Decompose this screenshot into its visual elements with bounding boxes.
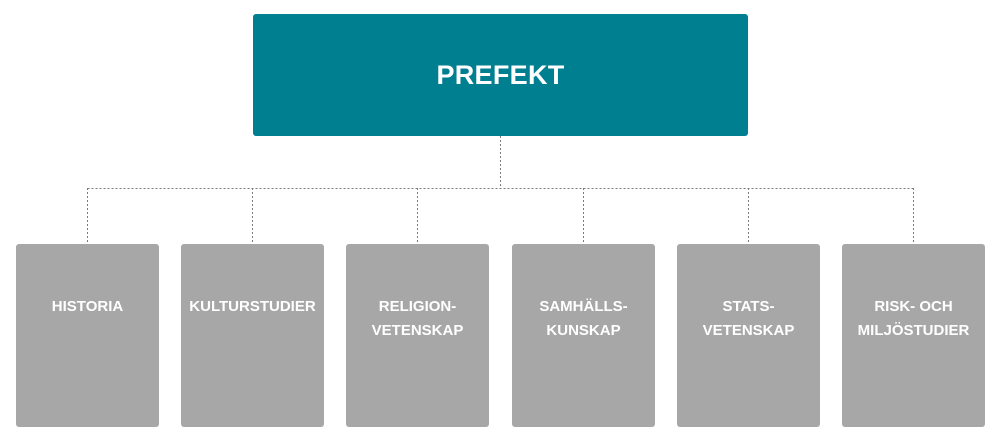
department-label-line-2: KUNSKAP [546, 322, 621, 339]
department-box-samhallskunskap: SAMHÄLLS- KUNSKAP [512, 244, 655, 427]
department-label-line-1: RISK- OCH [874, 298, 953, 315]
department-box-kulturstudier: KULTURSTUDIER [181, 244, 324, 427]
department-box-riskmiljostudier: RISK- OCH MILJÖSTUDIER [842, 244, 985, 427]
department-box-religionvetenskap: RELIGION- VETENSKAP [346, 244, 489, 427]
department-box-historia: HISTORIA [16, 244, 159, 427]
department-label-line-2: VETENSKAP [371, 322, 464, 339]
department-label-line-1: RELIGION- [378, 298, 457, 315]
head-box-label: PREFEKT [436, 59, 565, 90]
head-box-prefekt: PREFEKT [253, 14, 748, 136]
department-box-statsvetenskap: STATS- VETENSKAP [677, 244, 820, 427]
department-label-line-1: SAMHÄLLS- [539, 298, 628, 315]
department-label-line-2: VETENSKAP [702, 322, 795, 339]
department-label-line-2: MILJÖSTUDIER [857, 322, 970, 339]
department-label: KULTURSTUDIER [189, 298, 316, 315]
department-label: HISTORIA [51, 298, 124, 315]
department-label-line-1: STATS- [722, 298, 775, 315]
